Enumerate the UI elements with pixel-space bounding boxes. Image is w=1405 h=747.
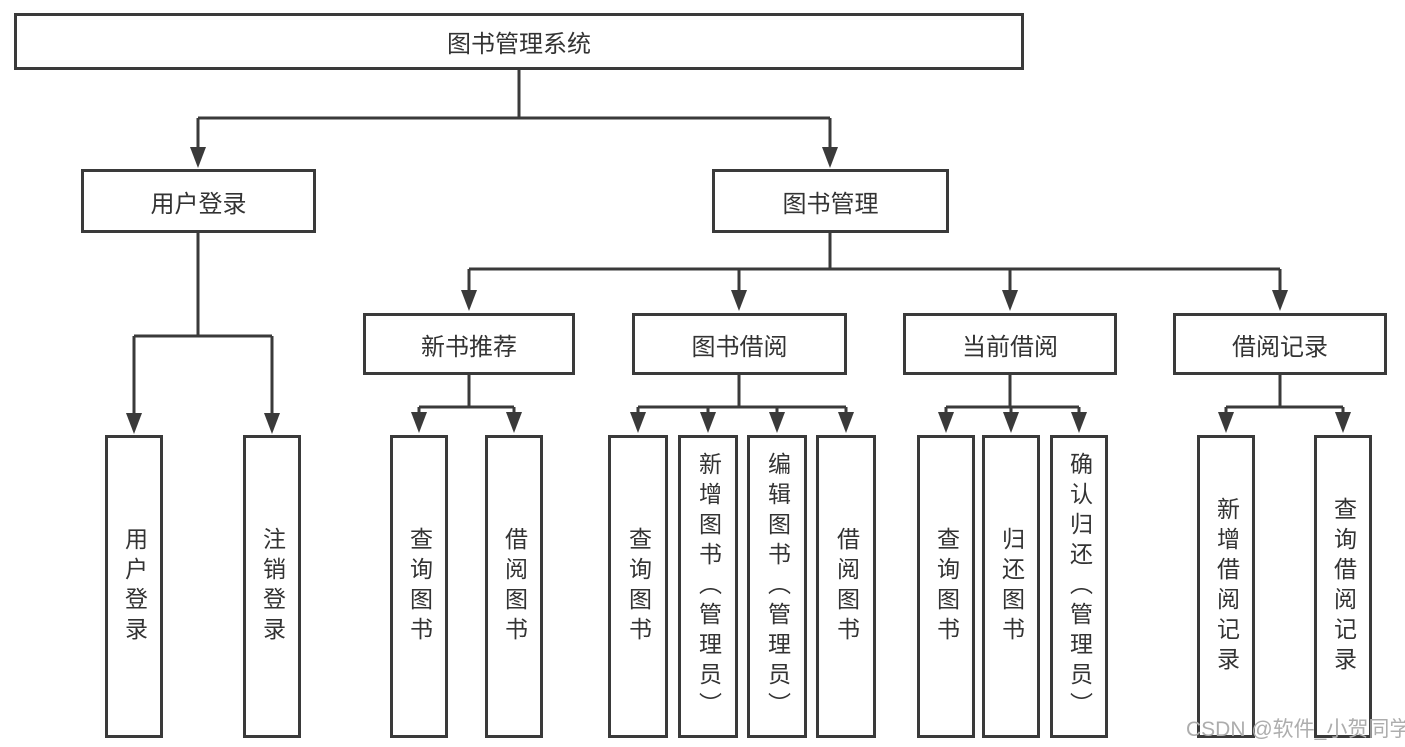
node-user-login-label: 用户登录 xyxy=(150,190,247,218)
node-current-borrow: 当前借阅 xyxy=(903,313,1117,375)
node-book-management: 图书管理 xyxy=(712,169,949,233)
leaf-logout: 注销登录 xyxy=(243,435,301,738)
leaf-cb-return-books-label: 归还图书 xyxy=(998,526,1025,647)
leaf-bb-add-books-admin: 新增图书（管理员） xyxy=(678,435,738,738)
node-current-borrow-label: 当前借阅 xyxy=(962,333,1058,361)
node-user-login: 用户登录 xyxy=(81,169,316,233)
leaf-cb-confirm-return-admin: 确认归还（管理员） xyxy=(1050,435,1108,738)
leaf-cb-query-books: 查询图书 xyxy=(917,435,975,738)
leaf-br-query-record: 查询借阅记录 xyxy=(1314,435,1372,738)
node-book-management-label: 图书管理 xyxy=(782,190,879,218)
node-new-book-recommend: 新书推荐 xyxy=(363,313,575,375)
node-book-borrow: 图书借阅 xyxy=(632,313,847,375)
node-borrow-records-label: 借阅记录 xyxy=(1232,333,1328,361)
leaf-bb-query-books-label: 查询图书 xyxy=(625,526,652,647)
leaf-nb-borrow-books-label: 借阅图书 xyxy=(501,526,528,647)
leaf-bb-borrow-books-label: 借阅图书 xyxy=(833,526,860,647)
leaf-br-add-record-label: 新增借阅记录 xyxy=(1213,496,1240,677)
leaf-bb-edit-books-admin-label: 编辑图书（管理员） xyxy=(764,451,791,722)
leaf-bb-query-books: 查询图书 xyxy=(608,435,668,738)
leaf-bb-borrow-books: 借阅图书 xyxy=(816,435,876,738)
leaf-nb-borrow-books: 借阅图书 xyxy=(485,435,543,738)
leaf-user-login: 用户登录 xyxy=(105,435,163,738)
node-borrow-records: 借阅记录 xyxy=(1173,313,1387,375)
leaf-nb-query-books: 查询图书 xyxy=(390,435,448,738)
leaf-br-add-record: 新增借阅记录 xyxy=(1197,435,1255,738)
node-root: 图书管理系统 xyxy=(14,13,1024,70)
node-root-label: 图书管理系统 xyxy=(447,31,591,58)
leaf-cb-query-books-label: 查询图书 xyxy=(933,526,960,647)
csdn-watermark: CSDN @软件_小贺同学 xyxy=(1186,718,1405,741)
node-book-borrow-label: 图书借阅 xyxy=(691,333,788,361)
leaf-cb-confirm-return-admin-label: 确认归还（管理员） xyxy=(1066,451,1093,722)
leaf-user-login-label: 用户登录 xyxy=(121,526,148,647)
leaf-bb-edit-books-admin: 编辑图书（管理员） xyxy=(747,435,807,738)
leaf-logout-label: 注销登录 xyxy=(259,526,286,647)
leaf-cb-return-books: 归还图书 xyxy=(982,435,1040,738)
leaf-nb-query-books-label: 查询图书 xyxy=(406,526,433,647)
leaf-bb-add-books-admin-label: 新增图书（管理员） xyxy=(695,451,722,722)
node-new-book-recommend-label: 新书推荐 xyxy=(421,333,517,361)
leaf-br-query-record-label: 查询借阅记录 xyxy=(1330,496,1357,677)
